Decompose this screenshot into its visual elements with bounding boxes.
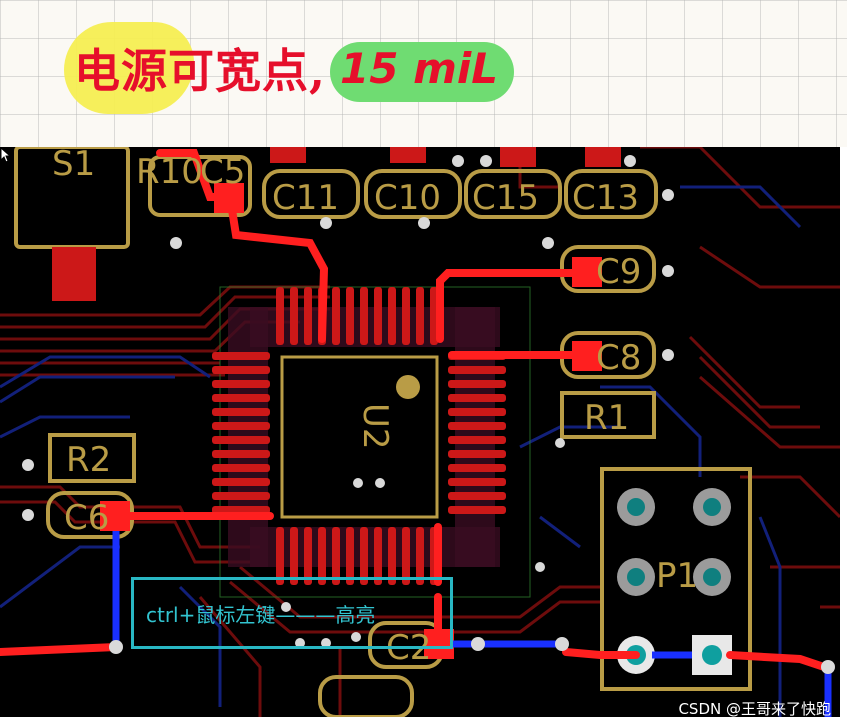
yellow-highlight: [64, 22, 194, 114]
inner-layer-traces: [0, 147, 840, 717]
u2-pins: [212, 287, 506, 585]
bottom-layer-dark-traces: [0, 185, 802, 717]
label-s1: S1: [52, 147, 95, 184]
label-c10: C10: [374, 178, 441, 218]
vias: [22, 155, 835, 674]
green-highlight: [330, 42, 514, 102]
label-r2: R2: [66, 440, 111, 480]
label-r10: R10: [136, 152, 203, 192]
label-c8: C8: [596, 338, 641, 378]
label-c6: C6: [64, 498, 109, 538]
label-p1: P1: [656, 556, 698, 596]
note-title: 电源可宽点,: [74, 44, 327, 98]
label-c5: C5: [200, 152, 245, 192]
pcb-layout[interactable]: S1 R10 C5 C11 C10 C15 C13 C9 C8 R1 U2 R2…: [0, 147, 840, 717]
handwritten-note: 电源可宽点, 15 miL: [64, 22, 514, 114]
highlighted-power-net[interactable]: [0, 149, 834, 673]
label-r1: R1: [584, 398, 629, 438]
label-u2: U2: [355, 403, 395, 450]
annotation-text: ctrl+鼠标左键———高亮: [146, 602, 376, 627]
note-width-value: 15 miL: [340, 43, 499, 93]
highlighted-net-pads[interactable]: [100, 183, 602, 659]
mouse-cursor-icon: [0, 147, 12, 163]
pcb-editor-canvas[interactable]: S1 R10 C5 C11 C10 C15 C13 C9 C8 R1 U2 R2…: [0, 147, 840, 717]
component-pads: [52, 147, 621, 301]
notebook-annotation-area: 电源可宽点, 15 miL: [0, 0, 847, 147]
label-c15: C15: [472, 178, 539, 218]
label-c13: C13: [572, 178, 639, 218]
csdn-watermark: CSDN @王哥来了快跑: [678, 700, 831, 718]
annotation-box: ctrl+鼠标左键———高亮: [131, 577, 453, 649]
label-c11: C11: [272, 178, 339, 218]
label-c9: C9: [596, 252, 641, 292]
